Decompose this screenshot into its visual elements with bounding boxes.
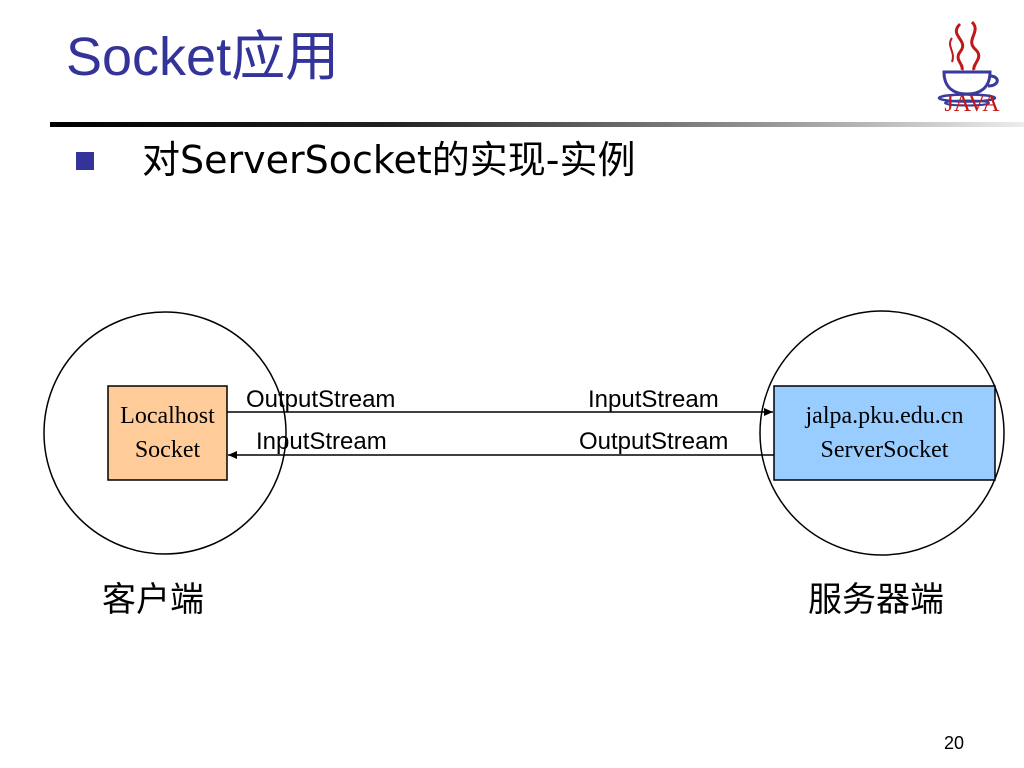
client-box-line1: Localhost (120, 403, 215, 429)
client-box-label: Localhost Socket (108, 400, 227, 467)
server-circle (759, 310, 1005, 556)
slide-title: Socket应用 (66, 27, 340, 87)
title-divider (50, 122, 1024, 127)
server-box-line1: jalpa.pku.edu.cn (805, 403, 964, 429)
client-output-stream-label: OutputStream (246, 386, 396, 413)
server-box-label: jalpa.pku.edu.cn ServerSocket (774, 400, 995, 467)
server-socket-box (773, 385, 996, 481)
server-box-line2: ServerSocket (820, 436, 949, 463)
java-logo (937, 20, 999, 107)
client-input-stream-label: InputStream (256, 428, 387, 455)
client-box-line2: Socket (134, 436, 201, 463)
java-logo-text: JAVA (944, 91, 1000, 117)
client-side-label: 客户端 (102, 580, 204, 620)
bullet-text: 对ServerSocket的实现-实例 (142, 138, 636, 182)
server-output-stream-label: OutputStream (579, 428, 729, 455)
client-circle (43, 311, 287, 555)
page-number: 20 (943, 733, 964, 753)
square-bullet-icon (76, 152, 94, 170)
server-side-label: 服务器端 (808, 580, 944, 620)
server-input-stream-label: InputStream (588, 386, 719, 413)
client-socket-box (107, 385, 228, 481)
